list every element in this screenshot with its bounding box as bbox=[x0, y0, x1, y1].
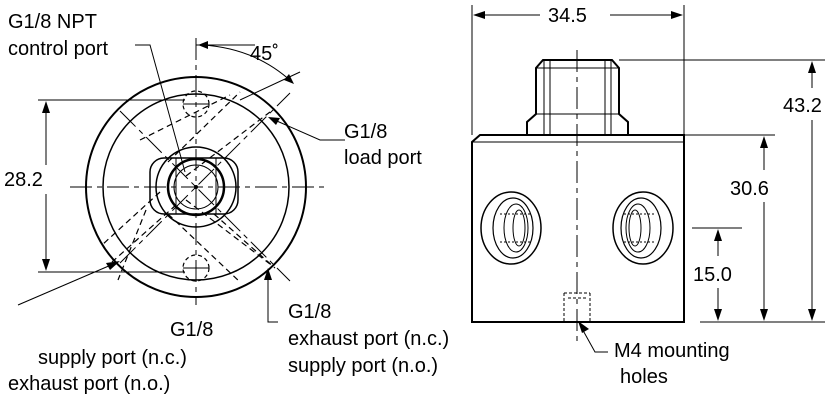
supply-port-bore bbox=[101, 191, 177, 281]
left-port bbox=[480, 191, 542, 265]
overall-height-label: 43.2 bbox=[783, 95, 822, 117]
control-port-label-1: G1/8 NPT bbox=[8, 11, 97, 33]
body-height-label: 30.6 bbox=[730, 178, 769, 200]
exhaust-port-bore bbox=[167, 199, 276, 283]
supply-port-label-1: G1/8 bbox=[170, 319, 213, 341]
port-height-dimension bbox=[692, 227, 742, 321]
right-port bbox=[612, 191, 674, 265]
width-dimension bbox=[471, 5, 685, 135]
top-port-circle bbox=[182, 90, 210, 118]
diagonal-centerlines bbox=[119, 92, 291, 282]
bottom-port-circle bbox=[182, 254, 210, 282]
body-height-dimension bbox=[684, 134, 775, 321]
supply-port-leader bbox=[17, 261, 120, 306]
supply-port-label-2: supply port (n.c.) bbox=[38, 347, 187, 369]
top-view: 45˚ 28.2 G1/8 NPT control port G1/8 load… bbox=[4, 11, 449, 395]
load-port-label-1: G1/8 bbox=[344, 121, 387, 143]
supply-port-label-3: exhaust port (n.o.) bbox=[8, 373, 170, 395]
load-port-leader bbox=[268, 117, 345, 141]
exhaust-port-label-2: exhaust port (n.c.) bbox=[288, 328, 449, 350]
valve-body bbox=[471, 134, 685, 323]
diameter-dimension bbox=[38, 99, 185, 273]
load-port-label-2: load port bbox=[344, 147, 422, 169]
side-view: 34.5 43.2 30.6 15.0 bbox=[471, 5, 825, 388]
exhaust-port-label-3: supply port (n.o.) bbox=[288, 355, 438, 377]
overall-height-dimension bbox=[619, 59, 825, 323]
angle-dimension bbox=[196, 41, 301, 101]
mounting-label-1: M4 mounting bbox=[614, 340, 730, 362]
mounting-hole bbox=[563, 292, 591, 322]
mounting-leader bbox=[578, 321, 608, 353]
mounting-label-2: holes bbox=[620, 366, 668, 388]
diameter-label: 28.2 bbox=[4, 169, 43, 191]
angle-label: 45˚ bbox=[250, 43, 279, 65]
load-port-bore bbox=[139, 91, 271, 177]
control-port-leader bbox=[135, 44, 186, 173]
width-label: 34.5 bbox=[548, 5, 587, 27]
exhaust-port-leader bbox=[264, 268, 278, 323]
control-port-label-2: control port bbox=[8, 38, 108, 60]
port-height-label: 15.0 bbox=[693, 264, 732, 286]
exhaust-port-label-1: G1/8 bbox=[288, 301, 331, 323]
